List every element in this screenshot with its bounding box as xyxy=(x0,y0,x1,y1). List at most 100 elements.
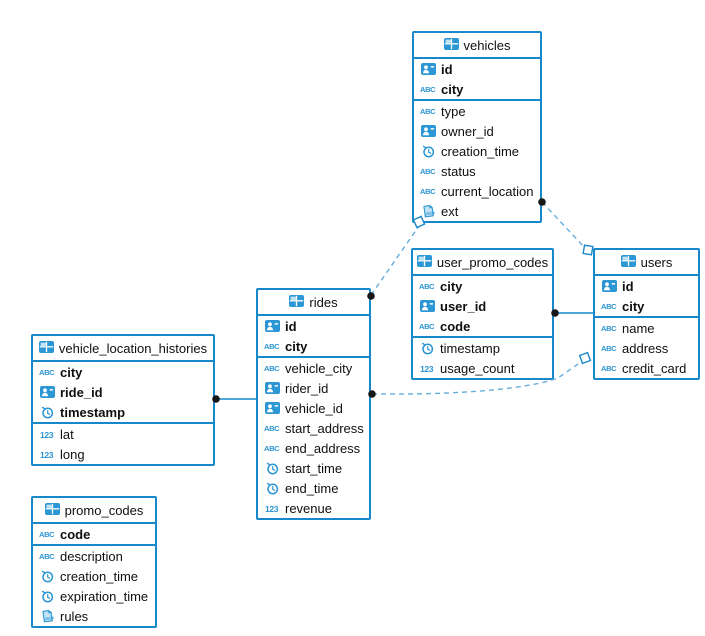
entity-header[interactable]: rides xyxy=(258,290,369,316)
field-row-id[interactable]: id xyxy=(414,59,540,79)
field-row-user_id[interactable]: user_id xyxy=(413,296,552,316)
field-row-code[interactable]: ABC code xyxy=(413,316,552,336)
svg-text:ABC: ABC xyxy=(601,302,617,311)
field-label: long xyxy=(60,446,85,462)
field-label: code xyxy=(60,526,91,542)
abc-text-type-icon: ABC xyxy=(38,529,56,539)
relation-line-rides-users[interactable] xyxy=(371,361,582,395)
field-row-lat[interactable]: 123 lat xyxy=(33,424,213,444)
entity-header[interactable]: users xyxy=(595,250,698,276)
field-label: code xyxy=(440,318,471,334)
relation-line-vehicles-users[interactable] xyxy=(541,201,586,249)
field-row-code[interactable]: ABC code xyxy=(33,524,155,544)
number-123-type-icon: 123 xyxy=(38,429,56,440)
field-row-city[interactable]: ABC city xyxy=(414,79,540,99)
field-label: city xyxy=(285,338,308,354)
entity-header[interactable]: vehicles xyxy=(414,33,540,59)
svg-text:ABC: ABC xyxy=(420,85,436,94)
field-label: end_time xyxy=(285,480,339,496)
entity-title: rides xyxy=(309,294,338,310)
entity-header[interactable]: promo_codes xyxy=(33,498,155,524)
entity-header[interactable]: vehicle_location_histories xyxy=(33,336,213,362)
abc-text-type-icon: ABC xyxy=(600,343,618,353)
id-badge-icon xyxy=(419,125,437,137)
svg-text:ABC: ABC xyxy=(264,424,280,433)
field-row-id[interactable]: id xyxy=(258,316,369,336)
table-icon xyxy=(289,294,305,310)
field-row-long[interactable]: 123 long xyxy=(33,444,213,464)
svg-text:123: 123 xyxy=(420,364,434,374)
field-row-expiration_time[interactable]: expiration_time xyxy=(33,586,155,606)
number-123-type-icon: 123 xyxy=(38,449,56,460)
field-label: vehicle_id xyxy=(285,400,343,416)
field-label: revenue xyxy=(285,500,332,516)
field-row-ride_id[interactable]: ride_id xyxy=(33,382,213,402)
abc-text-type-icon: ABC xyxy=(263,443,281,453)
svg-text:ABC: ABC xyxy=(419,282,435,291)
field-row-owner_id[interactable]: owner_id xyxy=(414,121,540,141)
field-label: ride_id xyxy=(60,384,103,400)
svg-text:JSON: JSON xyxy=(425,211,435,216)
entity-header[interactable]: user_promo_codes xyxy=(413,250,552,276)
field-label: user_id xyxy=(440,298,487,314)
field-label: city xyxy=(440,278,463,294)
field-row-start_time[interactable]: start_time xyxy=(258,458,369,478)
field-row-city[interactable]: ABC city xyxy=(413,276,552,296)
field-label: id xyxy=(441,61,453,77)
field-row-rider_id[interactable]: rider_id xyxy=(258,378,369,398)
abc-text-type-icon: ABC xyxy=(419,106,437,116)
field-row-creation_time[interactable]: creation_time xyxy=(33,566,155,586)
clock-icon xyxy=(263,482,281,495)
clock-icon xyxy=(38,406,56,419)
field-label: start_time xyxy=(285,460,343,476)
field-label: city xyxy=(441,81,464,97)
svg-text:ABC: ABC xyxy=(419,322,435,331)
field-row-vehicle_id[interactable]: vehicle_id xyxy=(258,398,369,418)
field-row-timestamp[interactable]: timestamp xyxy=(33,402,213,422)
field-label: vehicle_city xyxy=(285,360,353,376)
field-row-end_time[interactable]: end_time xyxy=(258,478,369,498)
field-row-rules[interactable]: JSON rules xyxy=(33,606,155,626)
svg-text:ABC: ABC xyxy=(39,552,55,561)
field-row-timestamp[interactable]: timestamp xyxy=(413,338,552,358)
field-label: rules xyxy=(60,608,89,624)
field-row-id[interactable]: id xyxy=(595,276,698,296)
svg-text:JSON: JSON xyxy=(44,616,54,621)
abc-text-type-icon: ABC xyxy=(418,281,436,291)
field-label: creation_time xyxy=(60,568,139,584)
field-label: rider_id xyxy=(285,380,329,396)
field-row-creation_time[interactable]: creation_time xyxy=(414,141,540,161)
id-badge-icon xyxy=(263,320,281,332)
field-label: id xyxy=(285,318,297,334)
field-label: lat xyxy=(60,426,74,442)
svg-text:ABC: ABC xyxy=(264,444,280,453)
id-badge-icon xyxy=(418,300,436,312)
